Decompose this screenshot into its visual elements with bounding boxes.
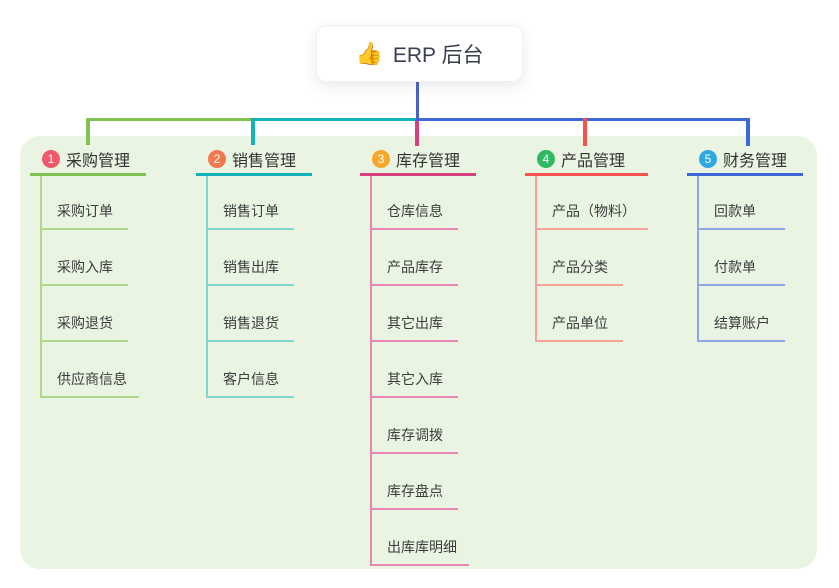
child-node[interactable]: 销售退货 [208,286,294,342]
child-node[interactable]: 回款单 [699,176,785,230]
child-node[interactable]: 库存盘点 [372,454,458,510]
branch-number-badge: 4 [537,149,555,168]
child-node-label: 产品分类 [552,259,608,275]
root-node-title: ERP 后台 [392,43,484,67]
child-node[interactable]: 客户信息 [208,342,294,398]
child-node-label: 出库库明细 [387,539,457,555]
child-node[interactable]: 销售出库 [208,230,294,286]
child-node-label: 销售退货 [223,315,279,331]
branch-title: 产品管理 [561,152,626,170]
child-node[interactable]: 仓库信息 [372,176,458,230]
branch-title: 销售管理 [232,152,297,170]
child-node-label: 客户信息 [223,371,279,387]
child-node-label: 采购订单 [57,203,113,219]
branch-number-badge: 3 [372,149,390,168]
child-node-label: 其它入库 [387,371,443,387]
branch-node-3[interactable]: 3 库存管理 [360,146,477,176]
child-node-label: 销售出库 [223,259,279,275]
child-node[interactable]: 产品库存 [372,230,458,286]
root-node[interactable]: 👍 ERP 后台 [316,25,523,82]
child-node-label: 产品（物料） [552,203,636,219]
mindmap-canvas-panel [20,136,817,569]
child-node[interactable]: 库存调拨 [372,398,458,454]
branch-number-badge: 5 [699,149,717,168]
child-node-label: 采购退货 [57,315,113,331]
branch-children: 产品（物料） 产品分类产品单位 [535,176,648,342]
branch-children: 仓库信息产品库存其它出库其它入库库存调拨库存盘点出库库明细 [370,176,469,566]
connector-branch4-drop [583,117,587,146]
child-node[interactable]: 其它出库 [372,286,458,342]
child-node[interactable]: 采购订单 [42,176,128,230]
branch-node-2[interactable]: 2 销售管理 [196,146,313,176]
child-node[interactable]: 产品分类 [537,230,623,286]
child-node-label: 结算账户 [714,315,770,331]
child-node-label: 库存调拨 [387,427,443,443]
connector-branch5-horizontal [416,117,750,121]
connector-branch1-horizontal [86,117,253,121]
child-node-label: 仓库信息 [387,203,443,219]
branch-children: 销售订单销售出库销售退货客户信息 [206,176,294,398]
branch-4: 4 产品管理产品（物料） 产品分类产品单位 [525,146,648,342]
branch-title: 采购管理 [66,152,131,170]
child-node-label: 采购入库 [57,259,113,275]
connector-branch2-horizontal [251,117,418,121]
branch-number-badge: 2 [208,149,226,168]
child-node-label: 回款单 [714,203,756,219]
child-node[interactable]: 出库库明细 [372,510,469,566]
child-node[interactable]: 销售订单 [208,176,294,230]
branch-title: 库存管理 [396,152,461,170]
child-node-label: 付款单 [714,259,756,275]
connector-branch5-drop [746,117,750,146]
branch-5: 5 财务管理回款单付款单结算账户 [687,146,804,342]
branch-children: 采购订单采购入库采购退货供应商信息 [40,176,139,398]
branch-2: 2 销售管理销售订单销售出库销售退货客户信息 [196,146,313,398]
branch-number-badge: 1 [42,149,60,168]
branch-node-1[interactable]: 1 采购管理 [30,146,147,176]
branch-node-4[interactable]: 4 产品管理 [525,146,648,176]
child-node-label: 产品库存 [387,259,443,275]
child-node-label: 销售订单 [223,203,279,219]
branch-children: 回款单付款单结算账户 [697,176,785,342]
connector-branch3-drop [415,117,419,146]
child-node-label: 其它出库 [387,315,443,331]
child-node-label: 供应商信息 [57,371,127,387]
child-node[interactable]: 供应商信息 [42,342,139,398]
connector-branch1-drop [86,117,90,145]
child-node[interactable]: 采购退货 [42,286,128,342]
connector-root-stem [415,82,419,121]
child-node[interactable]: 结算账户 [699,286,785,342]
child-node-label: 库存盘点 [387,483,443,499]
child-node[interactable]: 其它入库 [372,342,458,398]
child-node[interactable]: 付款单 [699,230,785,286]
branch-1: 1 采购管理采购订单采购入库采购退货供应商信息 [30,146,147,398]
branch-title: 财务管理 [723,152,788,170]
branch-node-5[interactable]: 5 财务管理 [687,146,804,176]
child-node[interactable]: 产品（物料） [537,176,648,230]
child-node[interactable]: 产品单位 [537,286,623,342]
branch-3: 3 库存管理仓库信息产品库存其它出库其它入库库存调拨库存盘点出库库明细 [360,146,477,566]
thumbs-up-icon: 👍 [355,40,383,66]
connector-branch2-drop [251,117,255,145]
child-node-label: 产品单位 [552,315,608,331]
child-node[interactable]: 采购入库 [42,230,128,286]
